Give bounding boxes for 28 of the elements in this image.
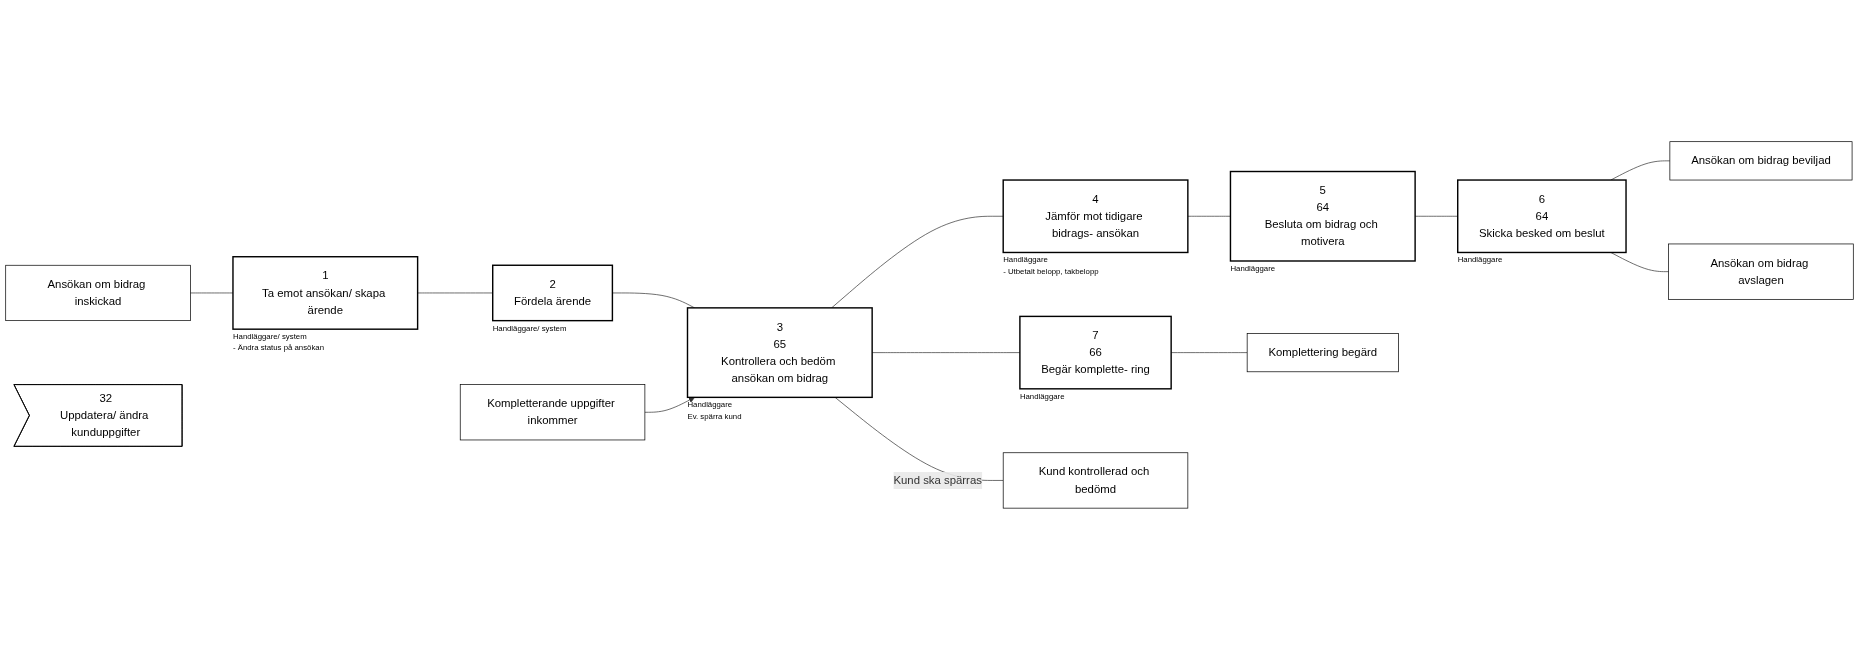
connector <box>831 215 1004 308</box>
node-box: 5 64 Besluta om bidrag och motivera <box>1229 170 1416 262</box>
node-annotation: - Utbetalt belopp, takbelopp <box>1003 266 1099 276</box>
node-box: Kund kontrollerad och bedömd <box>1002 451 1189 509</box>
node-box: 1 Ta emot ansökan/ skapa ärende <box>232 255 419 330</box>
connector <box>612 292 695 308</box>
node-box: Ansökan om bidrag beviljad <box>1669 140 1853 180</box>
node-annotation: Handläggare/ system <box>232 331 307 341</box>
connector <box>1610 251 1669 272</box>
node-annotation: Handläggare <box>1457 255 1503 264</box>
connector <box>1187 215 1231 217</box>
node-box: 6 64 Skicka besked om beslut <box>1457 178 1627 253</box>
node-box: 2 Fördela ärende <box>492 264 614 321</box>
node-box: 7 66 Begär komplette- ring <box>1019 315 1172 390</box>
node-annotation: Handläggare <box>1019 391 1065 401</box>
node-box: 3 65 Kontrollera och bedöm ansökan om bidrag <box>686 306 873 398</box>
node-box: Komplettering begärd <box>1246 332 1399 372</box>
node-annotation: Handläggare <box>1230 263 1276 273</box>
node-annotation: Handläggare <box>1003 255 1048 264</box>
node-annotation: Handläggare/ system <box>492 323 567 333</box>
node-box: Ansökan om bidrag inskickad <box>5 264 191 321</box>
node-annotation: Ev. spärra kund <box>687 411 742 421</box>
node-box: Kompletterande uppgifter inkommer <box>459 383 646 440</box>
node-box: 4 Jämför mot tidigare bidrags- ansökan <box>1002 178 1189 253</box>
edge-label: Kund ska spärras <box>893 473 982 486</box>
node-box: Ansökan om bidrag avslagen <box>1668 243 1854 300</box>
node-annotation: - Ändra status på ansökan <box>232 343 324 353</box>
node-annotation: Handläggare <box>687 399 733 409</box>
